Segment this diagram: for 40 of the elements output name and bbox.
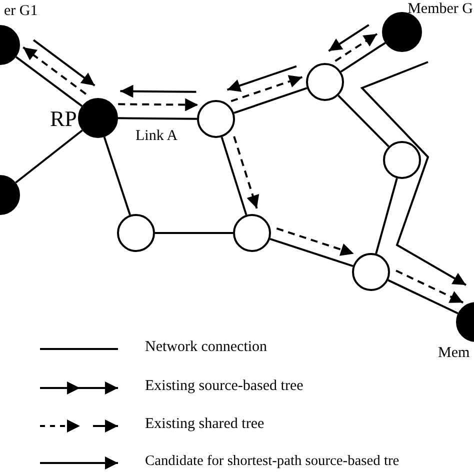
network-link — [118, 117, 198, 120]
arrow — [32, 39, 96, 86]
network-link — [375, 178, 398, 254]
dashed-arrow — [334, 33, 378, 62]
network-link — [270, 238, 354, 268]
node-circle — [383, 141, 421, 179]
node-label: Mem — [438, 346, 470, 361]
dashed-arrow — [118, 98, 198, 112]
network-link — [388, 279, 458, 314]
network-link — [15, 56, 83, 107]
legend-text: Existing shared tree — [145, 417, 264, 432]
legend-text: Candidate for shortest-path source-based tre — [145, 454, 400, 468]
arrow — [328, 24, 370, 52]
filled-node-circle — [78, 98, 118, 138]
arrow — [360, 61, 466, 286]
node-circle — [233, 214, 271, 252]
dashed-arrow — [233, 136, 260, 209]
node-label: Member G — [408, 2, 473, 17]
network-link — [103, 136, 131, 216]
node-circle — [352, 253, 390, 291]
network-link — [220, 136, 248, 216]
network-link — [340, 42, 386, 72]
dashed-arrow — [22, 46, 87, 95]
node-label: er G1 — [4, 4, 38, 19]
arrow — [120, 84, 196, 98]
filled-node-circle — [382, 12, 422, 52]
node-circle — [306, 63, 344, 101]
legend-text: Network connection — [145, 340, 268, 355]
network-link — [15, 130, 83, 184]
network-link — [338, 94, 390, 148]
dashed-arrow — [230, 75, 303, 102]
network-link — [155, 232, 233, 234]
network-link — [234, 87, 308, 114]
node-circle — [197, 100, 235, 138]
dashed-arrow — [396, 270, 464, 304]
dashed-arrow — [276, 228, 354, 256]
node-circle — [117, 214, 155, 252]
legend-text: Existing source-based tree — [145, 379, 304, 394]
node-label: RP — [50, 108, 77, 130]
arrow — [226, 65, 297, 92]
